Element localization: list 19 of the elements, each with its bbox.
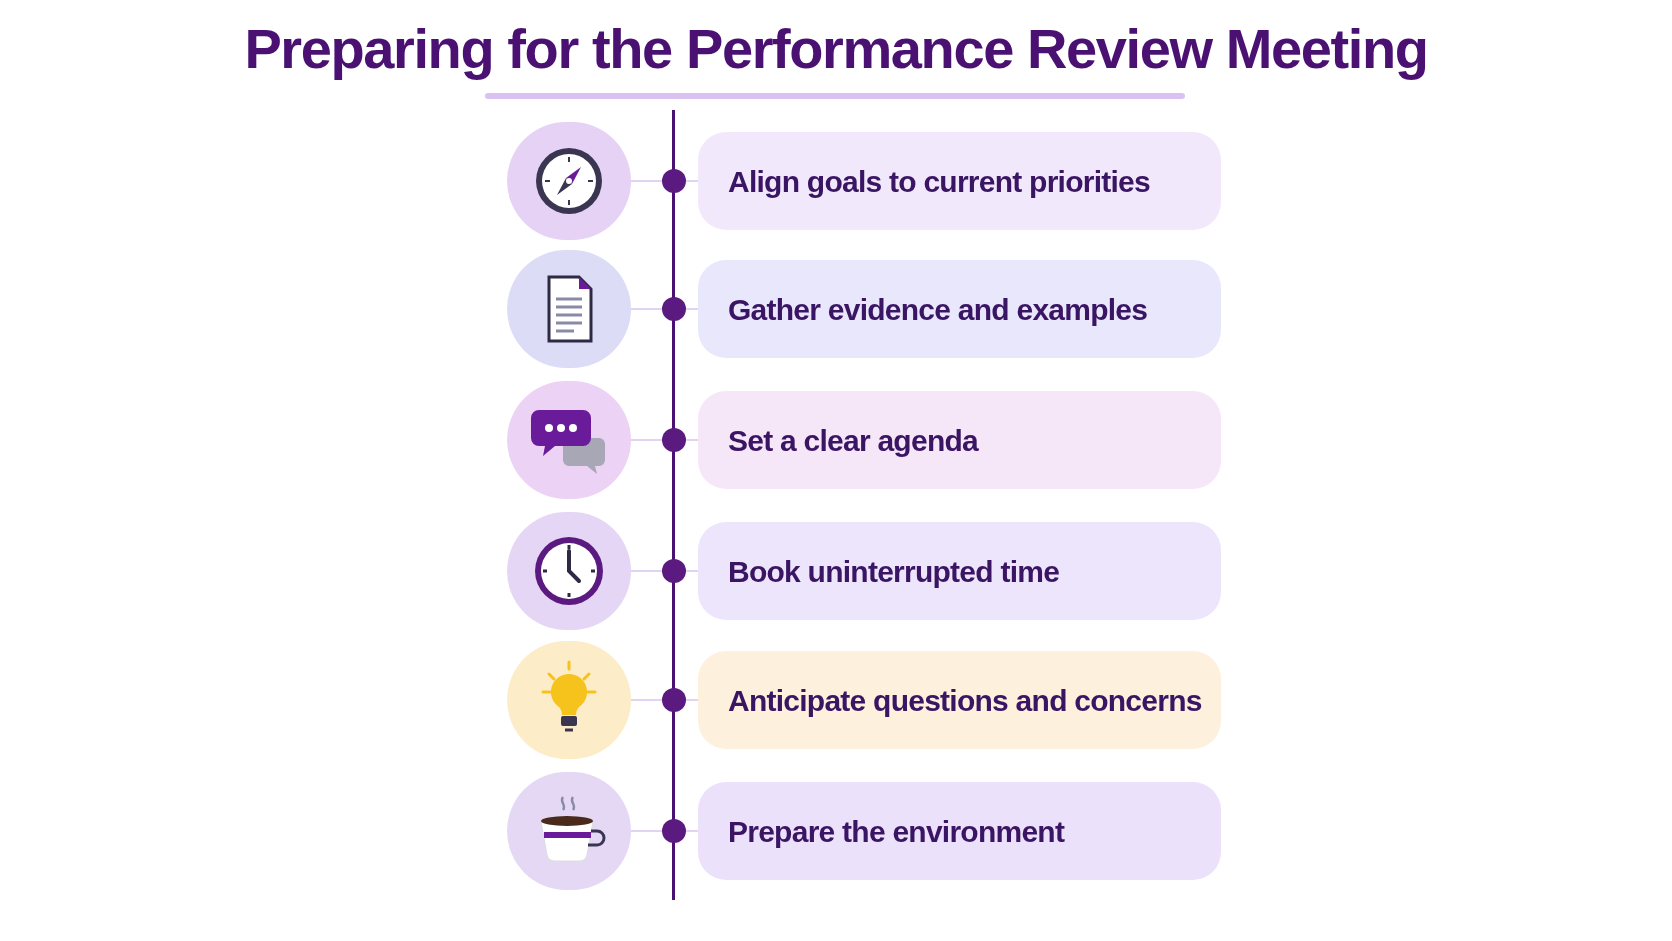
step-card — [698, 260, 1221, 358]
connector-line — [630, 699, 699, 701]
step-text: Book uninterrupted time — [728, 553, 1060, 590]
connector-line — [630, 830, 699, 832]
step-card — [698, 391, 1221, 489]
connector-line — [630, 180, 699, 182]
step-text: Align goals to current priorities — [728, 163, 1150, 200]
step-text: Prepare the environment — [728, 813, 1065, 850]
step-text: Anticipate questions and concerns — [728, 682, 1202, 719]
step-text: Set a clear agenda — [728, 422, 978, 459]
step-card — [698, 132, 1221, 230]
connector-line — [630, 570, 699, 572]
step-card — [698, 782, 1221, 880]
step-card — [698, 522, 1221, 620]
step-text: Gather evidence and examples — [728, 291, 1148, 328]
step-card — [698, 651, 1221, 749]
connector-line — [630, 308, 699, 310]
title: Preparing for the Performance Review Meeting — [244, 16, 1428, 82]
connector-line — [630, 439, 699, 441]
